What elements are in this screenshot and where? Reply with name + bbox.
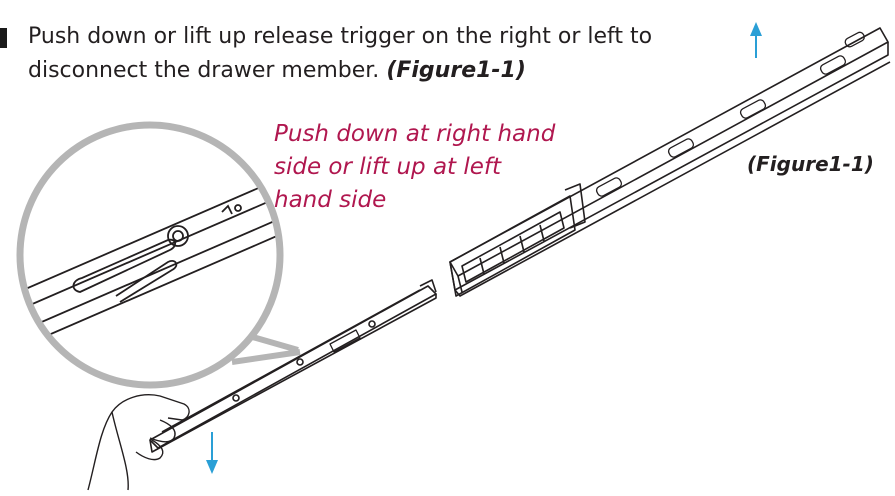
up-arrow-icon (750, 22, 762, 58)
instruction-body: Push down or lift up release trigger on … (28, 24, 653, 83)
callout-text: Push down at right hand side or lift up … (274, 118, 614, 217)
figure-label: (Figure1-1) (747, 152, 874, 176)
step-marker (0, 28, 7, 48)
magnifier-ring (16, 121, 284, 389)
callout-line-3: hand side (274, 187, 387, 213)
callout-line-1: Push down at right hand (274, 121, 556, 147)
down-arrow-icon (206, 432, 218, 474)
drawer-member (149, 279, 437, 453)
outer-rail (449, 27, 891, 297)
magnified-detail (20, 125, 280, 385)
rail-slots (595, 31, 865, 197)
instruction-text: Push down or lift up release trigger on … (28, 20, 728, 88)
intermediate-member (449, 183, 586, 297)
callout-line-2: side or lift up at left (274, 154, 502, 180)
instruction-figure-ref: (Figure1-1) (386, 58, 526, 83)
hand-illustration (87, 394, 190, 491)
